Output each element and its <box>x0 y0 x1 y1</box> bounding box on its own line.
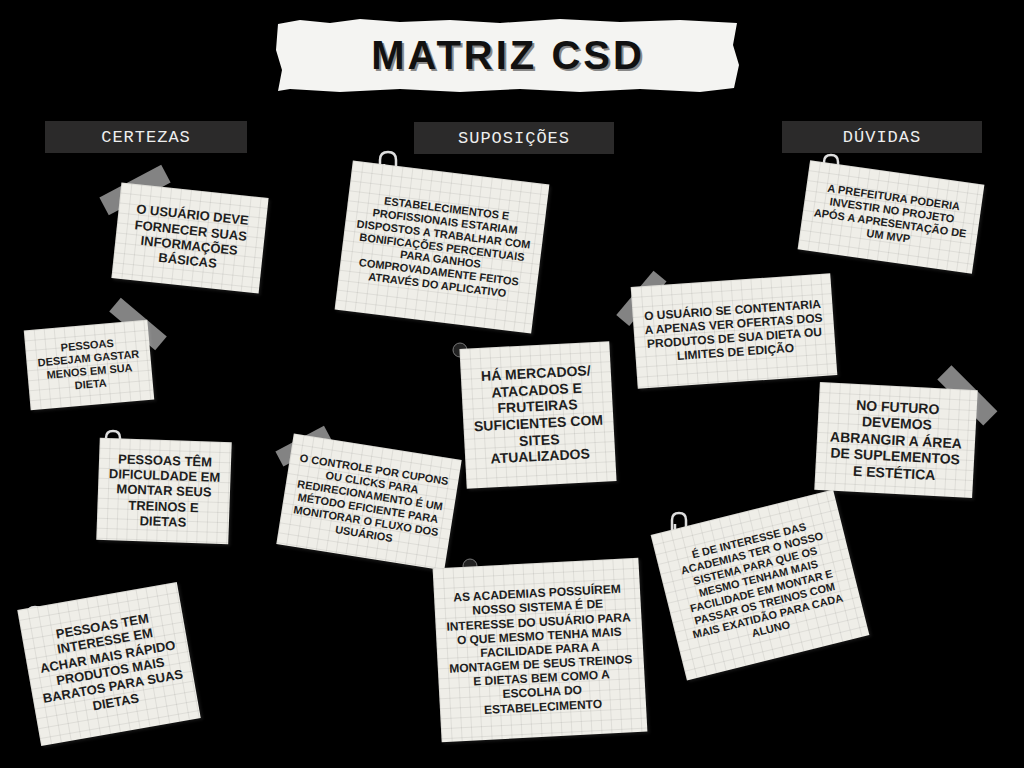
column-header: CERTEZAS <box>45 121 247 153</box>
sticky-note: ESTABELECIMENTOS E PROFISSIONAIS ESTARIA… <box>335 160 550 333</box>
note-text: PESSOAS DESEJAM GASTAR MENOS EM SUA DIET… <box>34 335 144 396</box>
title-text: MATRIZ CSD <box>371 33 645 78</box>
column-header: SUPOSIÇÕES <box>414 122 614 154</box>
header-text: DÚVIDAS <box>843 128 921 147</box>
sticky-note: PESSOAS DESEJAM GASTAR MENOS EM SUA DIET… <box>24 320 155 411</box>
sticky-note: NO FUTURO DEVEMOS ABRANGIR A ÁREA DE SUP… <box>814 382 977 498</box>
note-text: ESTABELECIMENTOS E PROFISSIONAIS ESTARIA… <box>347 191 537 303</box>
sticky-note: AS ACADEMIAS POSSUÍREM NOSSO SISTEMA É D… <box>433 558 648 743</box>
sticky-note: O USUÁRIO DEVE FORNECER SUAS INFORMAÇÕES… <box>111 183 268 294</box>
note-text: É DE INTERESSE DAS ACADEMIAS TER O NOSSO… <box>665 514 855 656</box>
title-band: MATRIZ CSD <box>278 20 738 90</box>
note-text: O USUÁRIO SE CONTENTARIA A APENAS VER OF… <box>641 296 827 365</box>
note-text: O USUÁRIO DEVE FORNECER SUAS INFORMAÇÕES… <box>122 201 258 276</box>
header-text: CERTEZAS <box>101 128 191 147</box>
column-header: DÚVIDAS <box>782 121 982 153</box>
sticky-note: HÁ MERCADOS/ ATACADOS E FRUTEIRAS SUFICI… <box>459 341 616 489</box>
sticky-note: O CONTROLE POR CUPONS OU CLICKS PARA RED… <box>276 433 461 570</box>
sticky-note: A PREFEITURA PODERIA INVESTIR NO PROJETO… <box>798 160 985 274</box>
note-text: A PREFEITURA PODERIA INVESTIR NO PROJETO… <box>809 180 973 253</box>
title-banner <box>276 19 739 92</box>
note-text: PESSOAS TÊM DIFICULDADE EM MONTAR SEUS T… <box>106 451 223 532</box>
note-text: NO FUTURO DEVEMOS ABRANGIR A ÁREA DE SUP… <box>824 395 968 485</box>
sticky-note: PESSOAS TEM INTERESSE EM ACHAR MAIS RÁPI… <box>17 582 201 746</box>
note-text: HÁ MERCADOS/ ATACADOS E FRUTEIRAS SUFICI… <box>469 362 606 468</box>
note-text: AS ACADEMIAS POSSUÍREM NOSSO SISTEMA É D… <box>443 581 637 718</box>
sticky-note: O USUÁRIO SE CONTENTARIA A APENAS VER OF… <box>631 273 838 389</box>
sticky-note: PESSOAS TÊM DIFICULDADE EM MONTAR SEUS T… <box>96 438 231 545</box>
header-text: SUPOSIÇÕES <box>458 129 570 148</box>
sticky-note: É DE INTERESSE DAS ACADEMIAS TER O NOSSO… <box>651 489 870 680</box>
note-text: PESSOAS TEM INTERESSE EM ACHAR MAIS RÁPI… <box>30 606 188 722</box>
note-text: O CONTROLE POR CUPONS OU CLICKS PARA RED… <box>288 452 450 553</box>
